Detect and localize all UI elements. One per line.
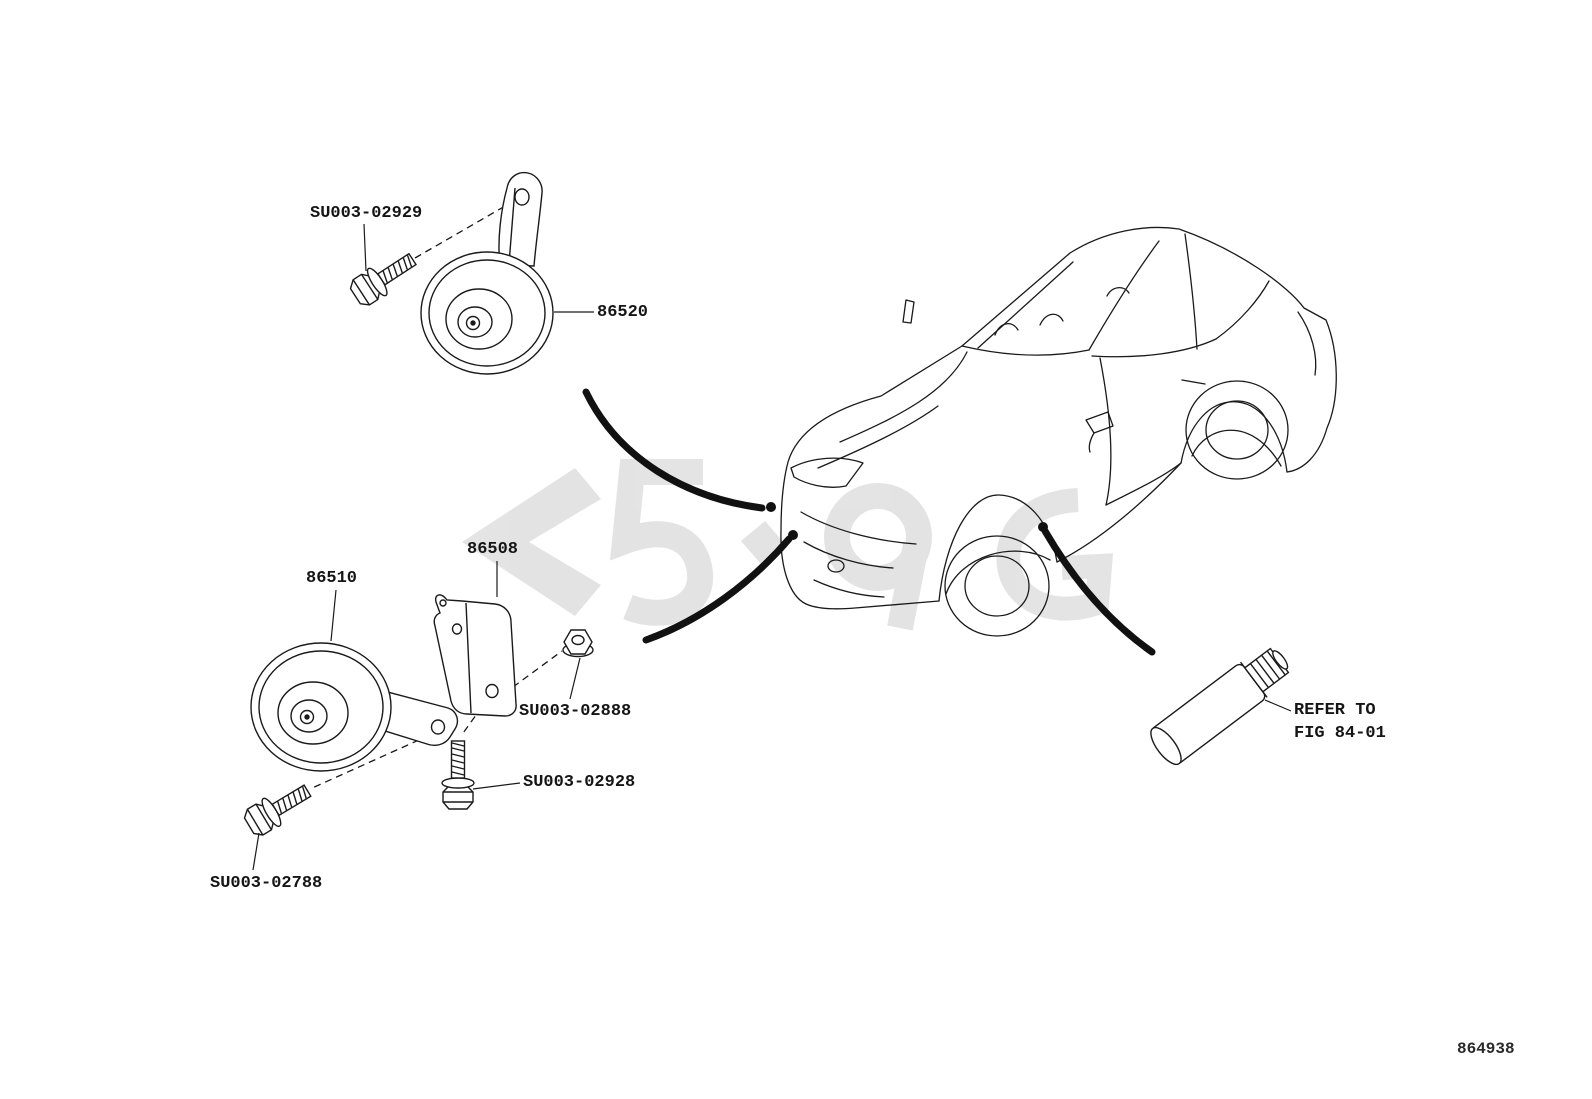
part-label-86520: 86520 (597, 303, 649, 322)
figure-number: 864938 (1457, 1040, 1515, 1058)
bolt-su003-02928-drawing (441, 740, 475, 810)
refer-note-line2: FIG 84-01 (1294, 724, 1386, 743)
horn-86520-drawing (420, 171, 554, 375)
nut-su003-02888-drawing (562, 629, 594, 658)
part-label-su003-02888: SU003-02888 (519, 702, 632, 721)
watermark (462, 459, 1114, 631)
refer-part-drawing (1150, 647, 1290, 766)
part-label-86510: 86510 (306, 569, 358, 588)
part-label-su003-02929: SU003-02929 (310, 204, 423, 223)
attachment-dots (766, 502, 1048, 540)
label-leader-lines (252, 223, 1292, 871)
part-label-su003-02928: SU003-02928 (523, 773, 636, 792)
horn-86510-drawing (250, 642, 459, 772)
callout-curves (582, 388, 1156, 656)
refer-note-line1: REFER TO (1294, 701, 1376, 720)
part-label-su003-02788: SU003-02788 (210, 874, 323, 893)
part-label-86508: 86508 (467, 540, 519, 559)
bracket-86508-drawing (433, 594, 517, 717)
bolt-su003-02788-drawing (240, 776, 317, 841)
bolt-su003-02929-drawing (346, 245, 422, 311)
car-sketch (780, 226, 1337, 637)
dashed-leader-lines (309, 201, 563, 790)
